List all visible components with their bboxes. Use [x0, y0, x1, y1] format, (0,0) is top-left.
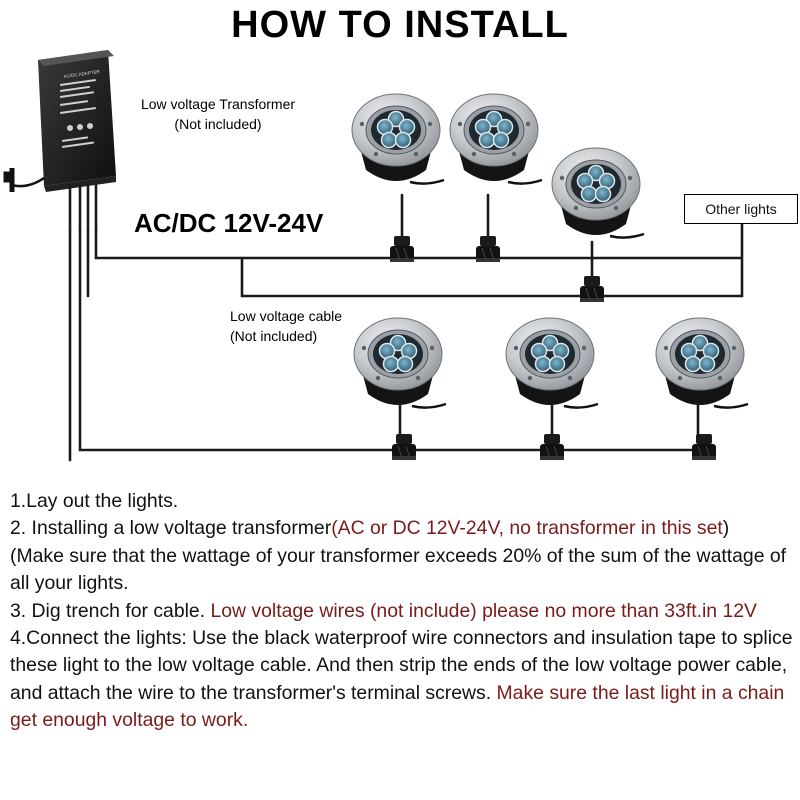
step-text: 1.Lay out the lights.	[10, 490, 179, 512]
power-cord	[3, 168, 45, 192]
transformer-adapter: AC/DC ADAPTER	[38, 50, 116, 192]
step-1: 1.Lay out the lights.	[10, 488, 795, 515]
page-title: HOW TO INSTALL	[231, 4, 569, 46]
spotlight-4	[352, 316, 448, 409]
spotlight-6	[654, 316, 750, 409]
voltage-label: AC/DC 12V-24V	[134, 208, 324, 238]
wiring-diagram: AC/DC ADAPTER	[3, 50, 750, 462]
step-3: 3. Dig trench for cable. Low voltage wir…	[10, 598, 795, 625]
spotlight-1	[350, 92, 446, 185]
step-4: 4.Connect the lights: Use the black wate…	[10, 625, 795, 735]
step-text: )	[722, 517, 730, 540]
transformer-label: Low voltage Transformer (Not included)	[118, 94, 318, 134]
wire-connector-5	[539, 433, 565, 461]
step-warning: Make sure the last light in a chain get …	[10, 681, 785, 732]
step-text: 3. Dig trench for cable.	[10, 599, 211, 622]
low-voltage-cable	[68, 183, 744, 462]
step-text: 4.Connect the lights: Use the black wate…	[10, 627, 793, 704]
wire-connector-6	[691, 433, 717, 461]
wire-connector-4	[391, 433, 417, 461]
transformer-note: (Not included)	[174, 116, 262, 132]
step-2-note: (Make sure that the wattage of your tran…	[10, 543, 795, 598]
other-lights-box: Other lights	[684, 194, 798, 224]
wire-connector-2	[475, 235, 501, 263]
spotlight-5	[504, 316, 600, 409]
cable-note: (Not included)	[230, 328, 318, 344]
step-text: (Make sure that the wattage of your tran…	[10, 544, 787, 595]
adapter-label: AC/DC ADAPTER	[63, 69, 100, 79]
step-warning: (AC or DC 12V-24V, no transformer in thi…	[331, 517, 723, 540]
cable-label: Low voltage cable (Not included)	[230, 306, 342, 346]
spotlight-3	[550, 146, 646, 239]
cable-name: Low voltage cable	[230, 308, 343, 324]
wire-connector-1	[389, 235, 415, 263]
step-warning: Low voltage wires (not include) please n…	[210, 599, 757, 622]
step-2: 2. Installing a low voltage transformer(…	[10, 515, 795, 542]
wire-connector-3	[579, 275, 605, 303]
spotlight-2	[448, 92, 544, 185]
instruction-steps: 1.Lay out the lights. 2. Installing a lo…	[10, 488, 795, 735]
transformer-name: Low voltage Transformer	[140, 96, 296, 112]
step-text: 2. Installing a low voltage transformer	[10, 517, 332, 540]
